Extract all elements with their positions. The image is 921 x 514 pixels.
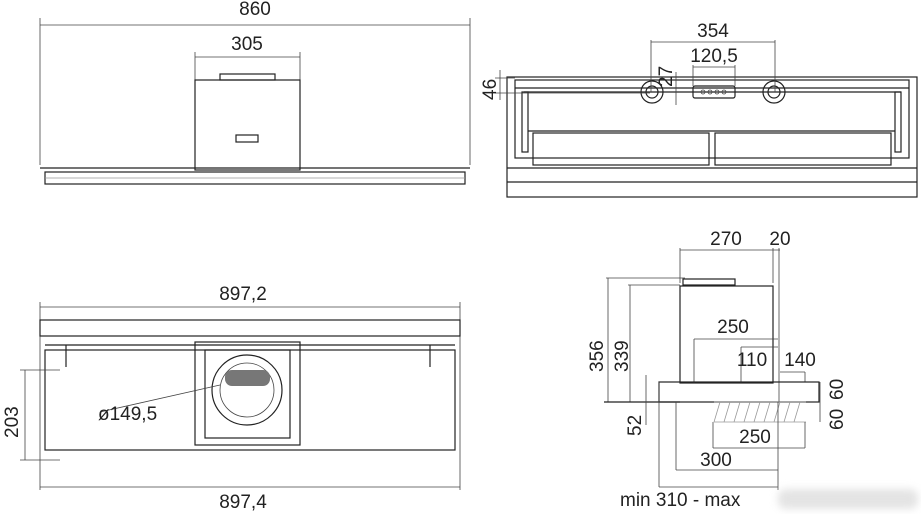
dim-110: 110 <box>737 350 767 371</box>
dim-339: 339 <box>612 340 633 372</box>
dim-305: 305 <box>231 34 263 55</box>
view-top-right <box>495 40 918 198</box>
dim-20: 20 <box>769 229 790 250</box>
dim-356: 356 <box>587 340 608 372</box>
dim-range: min 310 - max <box>620 490 741 511</box>
dim-300: 300 <box>700 450 732 471</box>
dim-860: 860 <box>239 0 271 20</box>
dim-354: 354 <box>697 21 729 42</box>
view-bottom-right <box>604 248 821 490</box>
dim-46: 46 <box>480 79 501 100</box>
dim-250-inner: 250 <box>717 317 749 338</box>
hatched-area <box>713 401 806 423</box>
dim-52: 52 <box>625 415 646 436</box>
dim-250-hatch: 250 <box>739 427 771 448</box>
view-bottom-left <box>20 302 461 490</box>
dim-120-5: 120,5 <box>690 46 738 67</box>
dim-203: 203 <box>2 406 23 438</box>
dim-60-plate: 60 <box>827 379 848 400</box>
view-top-left <box>39 18 471 185</box>
dim-60-hatch: 60 <box>827 409 848 430</box>
dim-140: 140 <box>784 350 816 371</box>
dim-897-4: 897,4 <box>219 492 267 513</box>
dim-27: 27 <box>656 66 677 87</box>
blurred-watermark <box>778 489 918 509</box>
dim-270: 270 <box>710 229 742 250</box>
dim-diameter: ø149,5 <box>98 404 157 425</box>
dim-897-2: 897,2 <box>219 284 267 305</box>
